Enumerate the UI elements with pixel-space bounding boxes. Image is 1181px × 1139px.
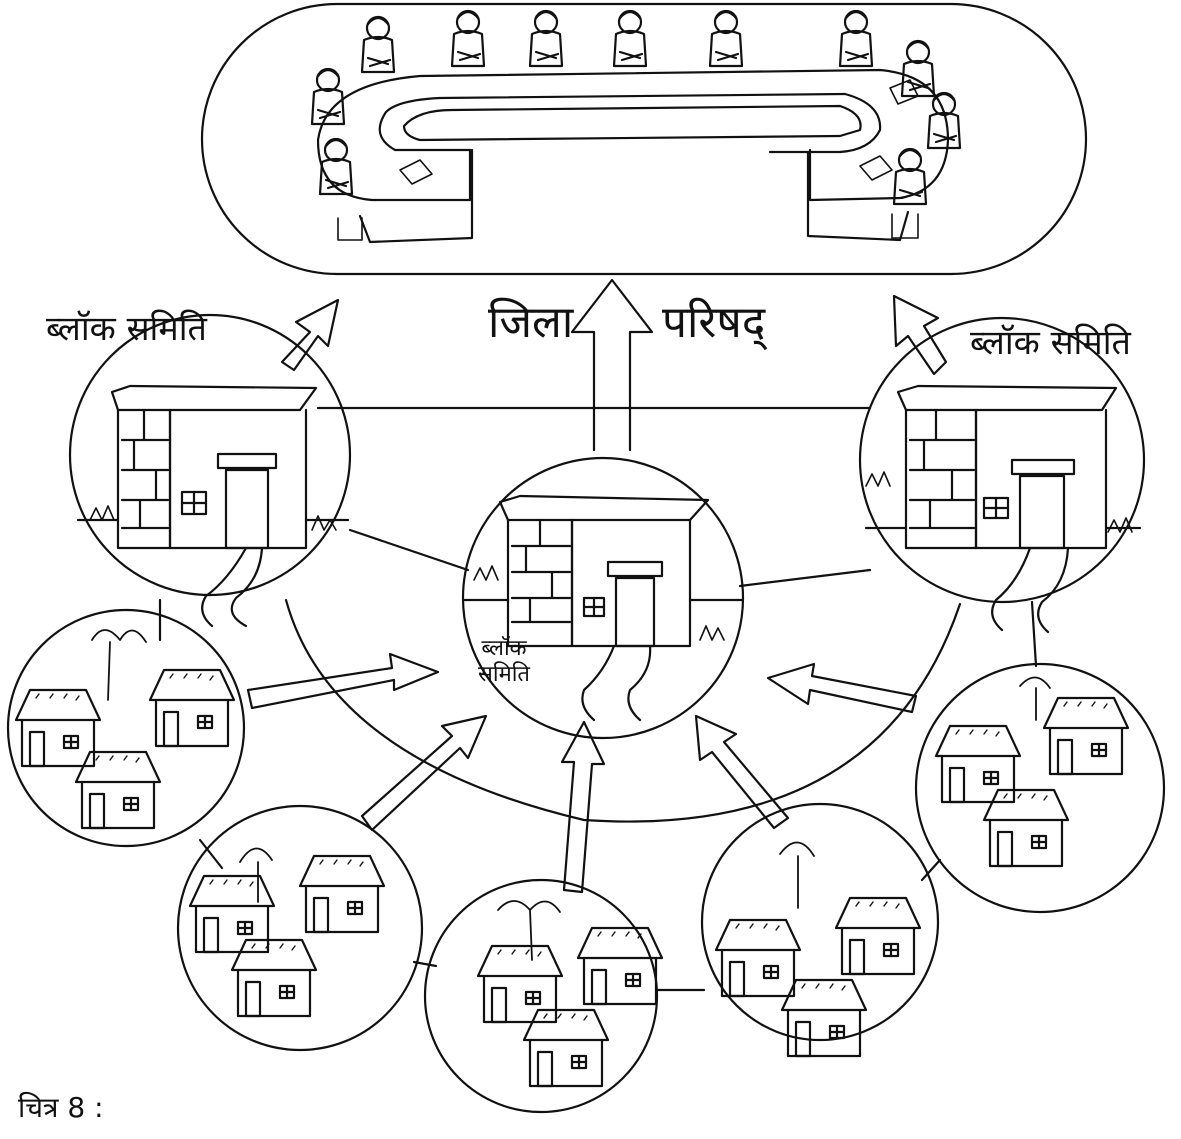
- block-office-center: [461, 456, 745, 740]
- figure-caption: चित्र 8 :: [18, 1091, 104, 1124]
- village-bottom-right: [700, 802, 940, 1058]
- village-bottom-center: [423, 878, 664, 1114]
- center-samiti-word: समिति: [478, 662, 530, 687]
- village-right: [914, 662, 1166, 914]
- arrow-right-to-council: [892, 294, 948, 376]
- village-bottom-left: [176, 804, 424, 1052]
- center-block-samiti-label: ब्लॉक समिति: [478, 636, 530, 688]
- block-office-left: [68, 313, 352, 628]
- district-council-panel: [200, 2, 1088, 276]
- parishad-label: परिषद्: [662, 297, 766, 348]
- arrow-village-bottom-left: [360, 714, 488, 832]
- arrow-village-left: [246, 652, 440, 710]
- arrow-village-bottom-right: [694, 714, 790, 830]
- arrow-village-right: [766, 662, 918, 714]
- block-office-right: [858, 316, 1146, 634]
- village-left: [6, 608, 246, 848]
- arrow-village-bottom-center: [560, 720, 606, 894]
- arrow-left-to-council: [280, 298, 340, 372]
- center-block-word: ब्लॉक: [481, 636, 527, 661]
- arrow-center-to-council: [570, 278, 654, 452]
- block-samiti-label-left: ब्लॉक समिति: [46, 309, 207, 349]
- block-samiti-label-right: ब्लॉक समिति: [970, 323, 1131, 363]
- network-arc: [284, 598, 962, 823]
- zila-label: जिला: [488, 297, 574, 348]
